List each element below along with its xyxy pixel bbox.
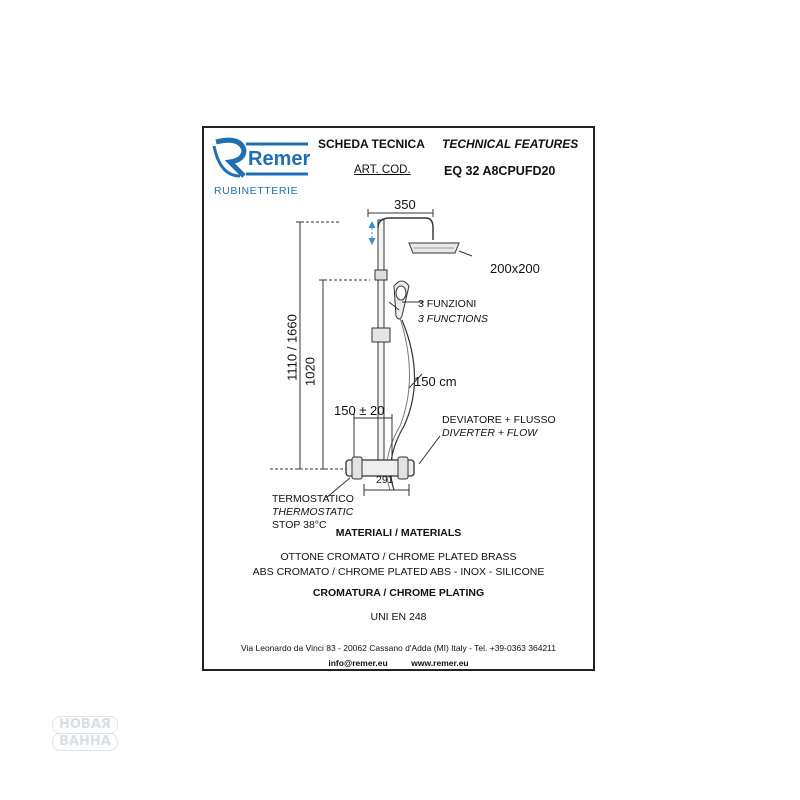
materials-line-1: OTTONE CROMATO / CHROME PLATED BRASS — [280, 551, 517, 563]
adjust-arrow-icon — [368, 220, 376, 246]
mixer-body — [345, 459, 415, 477]
footer-contacts: info@remer.eu www.remer.eu — [328, 658, 469, 668]
title-en: TECHNICAL FEATURES — [442, 137, 579, 151]
dim-291: 291 — [376, 474, 394, 486]
hose-length: 150 cm — [414, 374, 457, 389]
dim-150: 150 ± 20 — [334, 403, 385, 418]
art-label: ART. COD. — [354, 164, 411, 176]
shower-arm — [377, 217, 434, 240]
watermark-logo: НОВАЯ ВАННА — [52, 716, 152, 752]
plating-title: CROMATURA / CHROME PLATING — [312, 587, 485, 599]
diverter-it: DEVIATORE + FLUSSO — [442, 414, 556, 426]
title-it: SCHEDA TECNICA — [318, 137, 425, 151]
logo-sub: RUBINETTERIE — [214, 185, 299, 197]
remer-logo: Remer RUBINETTERIE — [210, 136, 310, 198]
logo-brand: Remer — [248, 148, 311, 170]
dim-350: 350 — [394, 197, 416, 212]
slide-holder — [374, 269, 388, 281]
dim-head-size: 200x200 — [490, 261, 540, 276]
standard: UNI EN 248 — [370, 611, 427, 623]
functions-it: 3 FUNZIONI — [418, 298, 477, 310]
slider-clamp — [371, 327, 391, 343]
footer-address: Via Leonardo da Vinci 83 - 20062 Cassano… — [241, 643, 556, 653]
thermo-en: THERMOSTATIC — [272, 506, 354, 518]
materials-title: MATERIALI / MATERIALS — [335, 527, 462, 539]
watermark-line-2: ВАННА — [52, 733, 118, 751]
thermo-it: TERMOSTATICO — [272, 493, 354, 505]
riser-pipe — [377, 219, 385, 473]
technical-sheet: Remer RUBINETTERIE SCHEDA TECNICA TECHNI… — [202, 126, 595, 671]
art-code: EQ 32 A8CPUFD20 — [444, 164, 556, 178]
dim-1020: 1020 — [302, 357, 318, 386]
shower-drawing — [270, 209, 473, 498]
materials-line-2: ABS CROMATO / CHROME PLATED ABS - INOX -… — [252, 566, 545, 578]
diverter-en: DIVERTER + FLOW — [442, 427, 538, 439]
stop-temp: STOP 38°C — [272, 519, 327, 531]
logo-r-icon — [212, 137, 308, 178]
watermark-line-1: НОВАЯ — [52, 716, 118, 734]
dim-height: 1110 / 1660 — [284, 314, 300, 381]
functions-en: 3 FUNCTIONS — [418, 313, 489, 325]
